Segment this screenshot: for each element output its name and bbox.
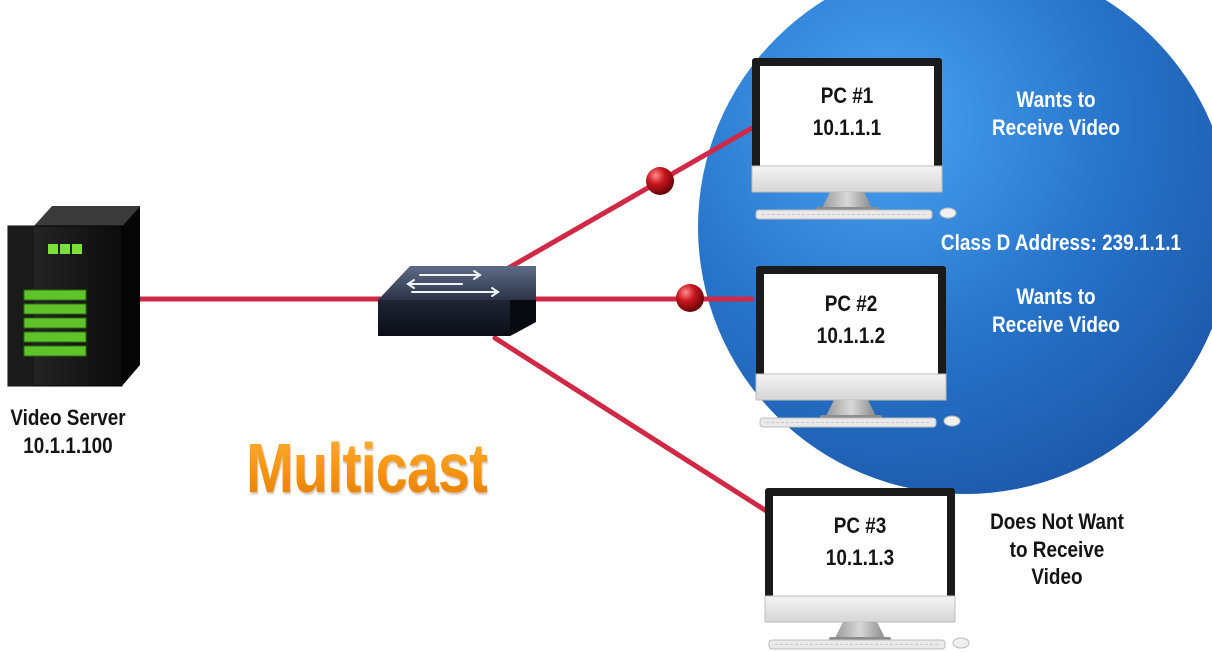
pc2-ip: 10.1.1.2 [816, 322, 886, 348]
packet-icon [676, 284, 704, 312]
pc2-status: Wants to Receive Video [992, 284, 1120, 337]
network-links [129, 125, 771, 515]
pc3-status: Does Not Want to Receive Video [990, 509, 1124, 589]
pc1-ip: 10.1.1.1 [812, 114, 882, 140]
server-label: Video Server 10.1.1.100 [8, 404, 128, 459]
link-switch-pc3 [492, 335, 771, 515]
pc2-name: PC #2 [824, 291, 878, 316]
pc2-screen-label: PC #2 10.1.1.2 [787, 288, 916, 352]
pc1-name: PC #1 [820, 83, 874, 108]
pc1-status: Wants to Receive Video [992, 87, 1120, 140]
pc3-name: PC #3 [833, 513, 887, 538]
server-icon [7, 206, 140, 387]
packet-icon [646, 167, 674, 195]
pc3-screen-label: PC #3 10.1.1.3 [796, 510, 925, 574]
server-name: Video Server [10, 405, 126, 430]
server-ip: 10.1.1.100 [23, 432, 113, 458]
switch-icon [378, 266, 536, 336]
pc3-ip: 10.1.1.3 [825, 544, 895, 570]
link-switch-pc1 [502, 125, 755, 273]
multicast-group-label: Class D Address: 239.1.1.1 [940, 230, 1182, 255]
diagram-title: Multicast [246, 429, 488, 507]
pc1-screen-label: PC #1 10.1.1.1 [783, 80, 912, 144]
